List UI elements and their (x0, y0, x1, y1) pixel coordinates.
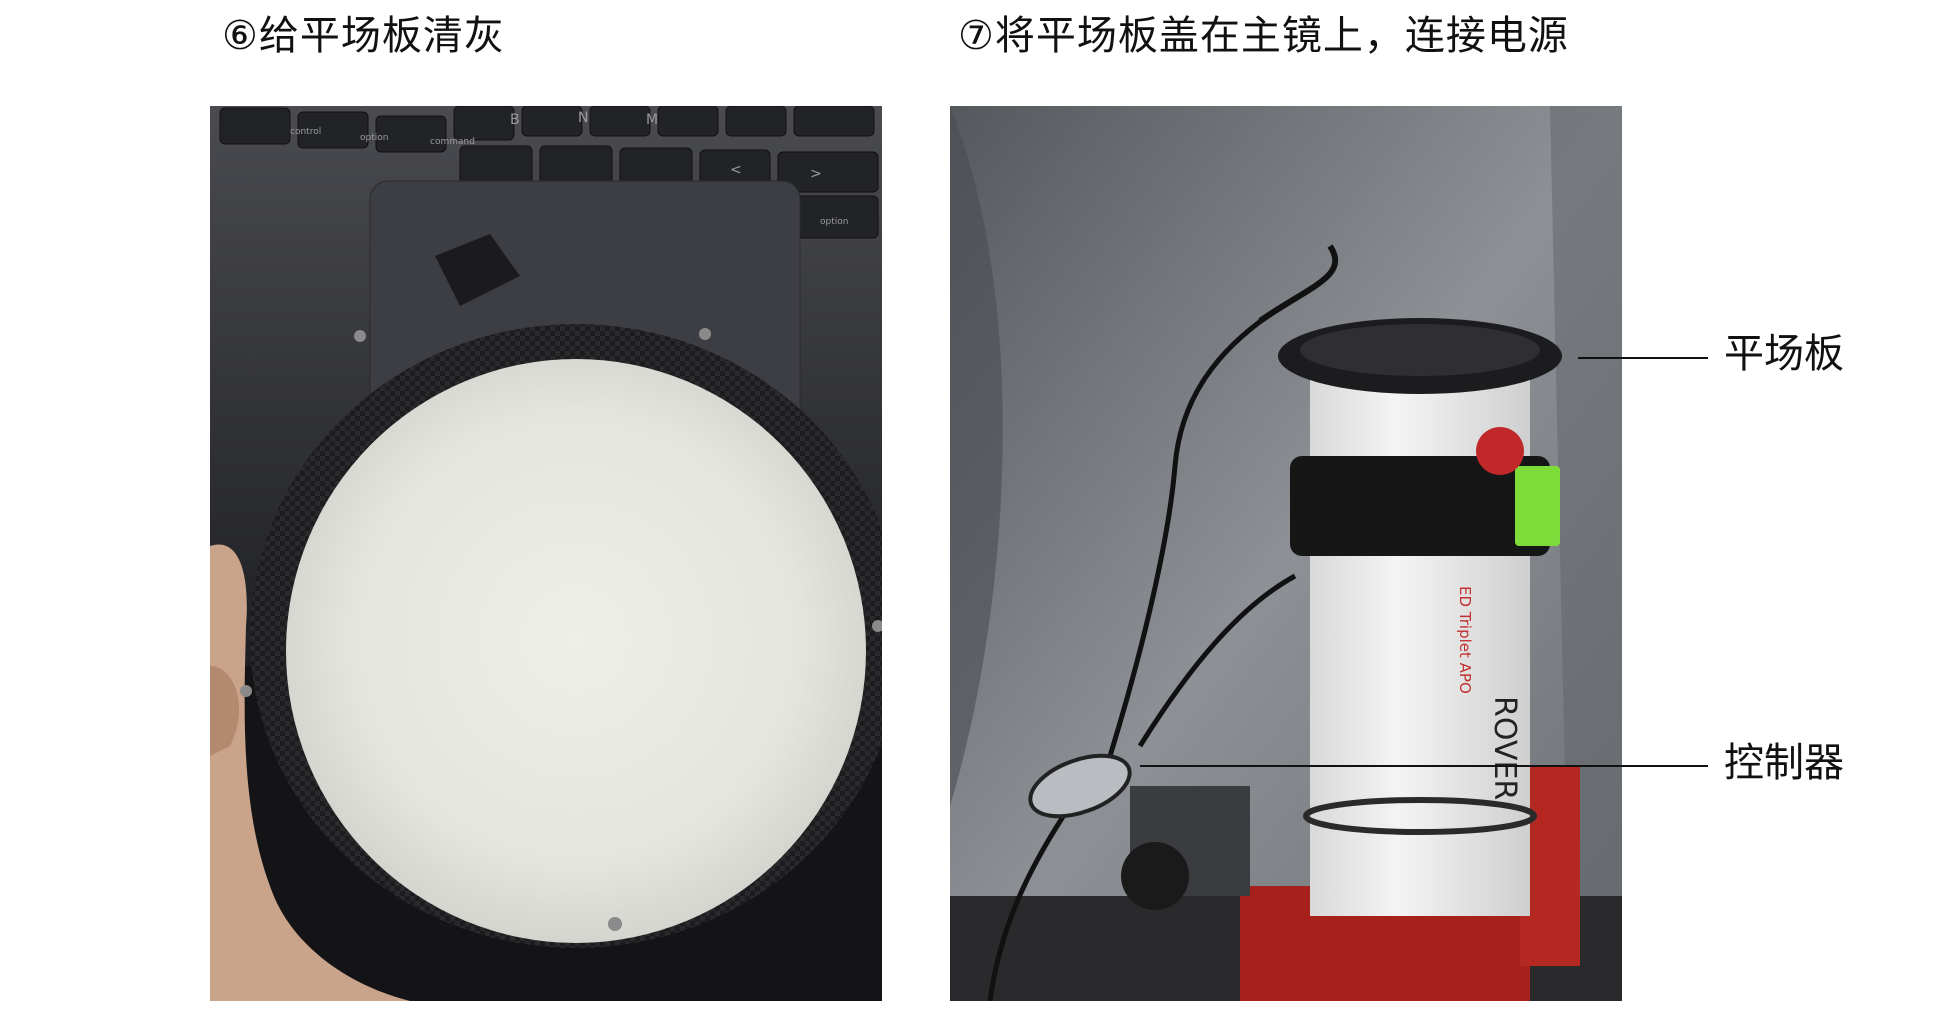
key-b: B (510, 112, 520, 128)
label-flat-panel: 平场板 (1724, 331, 1844, 377)
dew-strap (1290, 456, 1550, 556)
key-lt: < (730, 162, 742, 178)
leader-flat-panel (1578, 357, 1708, 359)
photo-telescope-setup: ROVER ED Triplet APO (950, 106, 1622, 1001)
key-m: M (646, 112, 658, 128)
tube-brand-text: ROVER (1487, 696, 1522, 800)
key-label-command: command (430, 137, 475, 147)
flat-panel-illustration: B N M < > control option command command… (210, 106, 882, 1001)
telescope-illustration: ROVER ED Triplet APO (950, 106, 1622, 1001)
key-n: N (578, 110, 588, 126)
key-label-control: control (290, 127, 321, 137)
controller-device (1028, 753, 1132, 819)
photo-flat-panel-cleaning: B N M < > control option command command… (210, 106, 882, 1001)
caption-step-7: ⑦将平场板盖在主镜上，连接电源 (958, 13, 1569, 59)
key-gt: > (810, 166, 822, 182)
strap-buckle (1515, 466, 1560, 546)
tube-sub-text: ED Triplet APO (1456, 586, 1474, 694)
key-label-option: option (360, 133, 388, 143)
key-label-option-right: option (820, 217, 848, 227)
diffuser-disc (286, 359, 866, 943)
caption-step-6: ⑥给平场板清灰 (222, 13, 505, 59)
hand (210, 544, 410, 1001)
leader-controller (1140, 765, 1708, 767)
label-controller: 控制器 (1724, 740, 1844, 786)
